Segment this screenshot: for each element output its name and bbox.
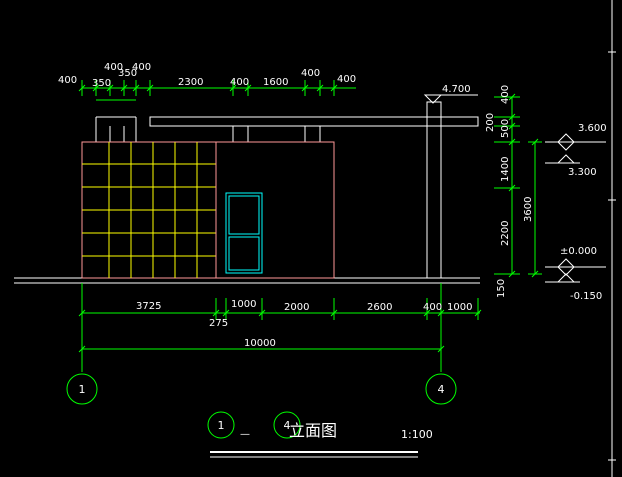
top-dim-text: 350 xyxy=(92,78,111,89)
elevation-text: 4.700 xyxy=(442,84,471,95)
canopy-beam xyxy=(149,116,479,127)
wall xyxy=(215,141,335,279)
bottom-dimension-lines xyxy=(81,283,480,372)
elevation-text: 3.300 xyxy=(568,167,597,178)
top-dim-text: 400 xyxy=(230,77,249,88)
right-dim-text: 400 xyxy=(500,85,511,104)
right-dim-text: 2200 xyxy=(500,221,511,246)
top-dimension-lines xyxy=(82,87,356,101)
elevation-texts-right: 3.600 3.300 ±0.000 -0.150 xyxy=(560,123,607,302)
elevation-text: 3.600 xyxy=(578,123,607,134)
right-dim-text: 3600 xyxy=(523,197,534,222)
title-scale: 1:100 xyxy=(401,428,433,441)
title-axis-from: 1 xyxy=(218,419,225,432)
top-dim-text: 400 xyxy=(337,74,356,85)
elevation-markers-right xyxy=(545,133,606,283)
right-dim-text: 500 xyxy=(500,119,511,138)
door-upper-panel xyxy=(228,195,260,235)
bottom-dimension-texts: 3725 1000 2000 2600 400 1000 275 10000 xyxy=(136,299,472,349)
title-text: 立面图 xyxy=(289,421,337,440)
bottom-dim-overall: 10000 xyxy=(244,338,276,349)
door-lower-panel xyxy=(228,236,260,271)
axis-label: 4 xyxy=(438,383,445,396)
axis-label: 1 xyxy=(79,383,86,396)
elevation-text: ±0.000 xyxy=(560,246,597,257)
drawing-title: 1 — 4 立面图 1:100 xyxy=(207,411,433,458)
bottom-dim-text: 275 xyxy=(209,318,228,329)
right-dim-text: 150 xyxy=(496,279,507,298)
top-dim-text: 400 xyxy=(301,68,320,79)
top-dim-text: 2300 xyxy=(178,77,203,88)
bottom-dim-text: 2000 xyxy=(284,302,309,313)
axis-marker-left: 1 xyxy=(66,373,98,405)
bottom-dim-text: 1000 xyxy=(447,302,472,313)
bottom-dim-text: 1000 xyxy=(231,299,256,310)
axis-marker-right: 4 xyxy=(425,373,457,405)
elevation-text: -0.150 xyxy=(570,291,602,302)
door xyxy=(225,192,263,274)
title-axis-to: 4 xyxy=(284,419,291,432)
elevation-marker-top: 4.700 xyxy=(423,84,478,104)
top-dim-text: 350 xyxy=(118,68,137,79)
top-dim-text: 400 xyxy=(58,75,77,86)
right-dimension-texts: 400 200 500 1400 2200 150 3600 xyxy=(485,85,534,298)
top-dim-text: 400 xyxy=(104,62,123,73)
bottom-dim-text: 2600 xyxy=(367,302,392,313)
right-dim-text: 200 xyxy=(485,113,496,132)
title-dash: — xyxy=(240,429,250,440)
right-dim-text: 1400 xyxy=(500,157,511,182)
bottom-dim-text: 3725 xyxy=(136,301,161,312)
grid-facade xyxy=(82,142,216,278)
column xyxy=(426,101,442,279)
right-dimension-lines xyxy=(511,97,536,274)
top-dim-text: 1600 xyxy=(263,77,288,88)
top-dimension-texts: 400 400 400 2300 400 1600 400 400 350 35… xyxy=(58,62,356,89)
bottom-dim-text: 400 xyxy=(423,302,442,313)
top-dim-text: 400 xyxy=(132,62,151,73)
